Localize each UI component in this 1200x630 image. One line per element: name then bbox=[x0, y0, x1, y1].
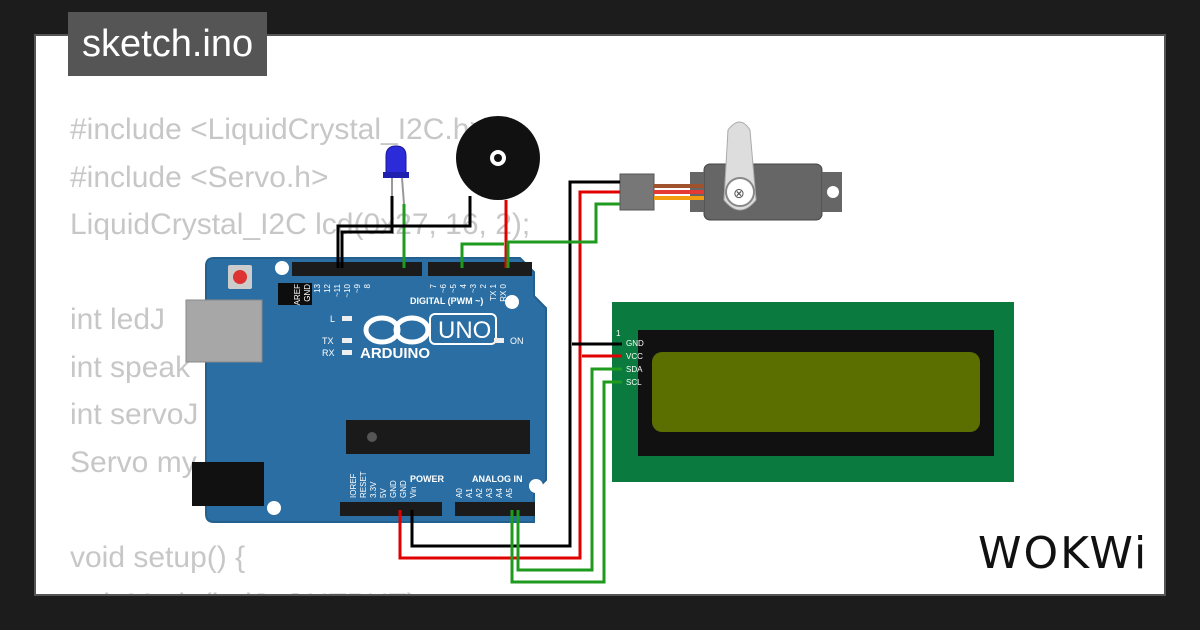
top-pin-label: 2 bbox=[479, 283, 488, 288]
wokwi-logo: WOKWi bbox=[978, 528, 1149, 579]
sketch-filename-tab[interactable]: sketch.ino bbox=[68, 12, 268, 76]
top-pin-label: 12 bbox=[323, 283, 332, 292]
digital-header-left bbox=[292, 262, 422, 276]
bottom-pin-label: GND bbox=[389, 480, 398, 498]
bottom-pin-label: RESET bbox=[359, 471, 368, 498]
code-line: int servoJ bbox=[70, 398, 199, 431]
servo-connector bbox=[619, 173, 655, 211]
lcd-pin-vcc: VCC bbox=[626, 352, 643, 361]
top-pin-label: ~3 bbox=[469, 283, 478, 293]
power-jack bbox=[192, 462, 264, 506]
lcd-screen bbox=[652, 352, 980, 432]
code-line: #include <LiquidCrystal_I2C.h> bbox=[70, 113, 487, 146]
bottom-pin-label: GND bbox=[399, 480, 408, 498]
top-pin-label: GND bbox=[303, 284, 312, 302]
led-rx-indicator bbox=[342, 350, 352, 355]
top-pin-label: ~10 bbox=[343, 283, 352, 297]
wire-buzzer-gnd[interactable] bbox=[336, 196, 472, 268]
reset-button-cap bbox=[233, 270, 247, 284]
power-header bbox=[340, 502, 442, 516]
top-pin-label: 4 bbox=[459, 283, 468, 288]
wire-servo-vcc[interactable] bbox=[398, 190, 620, 560]
piezo-buzzer[interactable] bbox=[456, 116, 540, 200]
top-pin-label: ~11 bbox=[333, 283, 342, 297]
wire-servo-gnd[interactable] bbox=[410, 180, 620, 548]
code-line: #include <Servo.h> bbox=[70, 160, 329, 194]
analog-header bbox=[455, 502, 535, 516]
servo-screw-icon: ⊗ bbox=[733, 186, 745, 202]
led-l-indicator bbox=[342, 316, 352, 321]
lcd-pin-sda: SDA bbox=[626, 365, 643, 374]
bottom-pin-label: A1 bbox=[465, 488, 474, 498]
lcd-1602-i2c[interactable]: 1 GND VCC SDA SCL bbox=[612, 302, 1014, 482]
top-pin-label: TX 1 bbox=[489, 283, 498, 300]
led-rx-label: RX bbox=[322, 348, 335, 358]
power-label: POWER bbox=[410, 474, 445, 484]
top-pin-label: RX 0 bbox=[499, 283, 508, 301]
lcd-pin1-marker: 1 bbox=[616, 329, 621, 338]
wire-servo-signal[interactable] bbox=[506, 202, 620, 268]
bottom-pin-label: A4 bbox=[495, 488, 504, 498]
bottom-pin-label: A2 bbox=[475, 488, 484, 498]
code-line: void setup() { bbox=[70, 540, 246, 574]
bottom-pin-label: A5 bbox=[505, 488, 514, 498]
uno-badge bbox=[429, 313, 497, 345]
mounting-hole bbox=[529, 479, 543, 493]
led-on-indicator bbox=[494, 338, 504, 343]
analog-in-label: ANALOG IN bbox=[472, 474, 523, 484]
mounting-hole bbox=[275, 261, 289, 275]
blue-led[interactable] bbox=[383, 145, 409, 205]
uno-model-text: UNO bbox=[438, 317, 491, 344]
top-pin-label: 7 bbox=[429, 283, 438, 288]
mounting-hole bbox=[505, 295, 519, 309]
code-line: pinMode(ledJ, OUTPUT); bbox=[70, 581, 530, 594]
wire-lcd-sda[interactable] bbox=[516, 367, 622, 572]
bottom-pin-label: A3 bbox=[485, 488, 494, 498]
led-tx-label: TX bbox=[322, 336, 334, 346]
lcd-pin-gnd: GND bbox=[626, 339, 644, 348]
code-line: int speak bbox=[70, 350, 191, 384]
bottom-pin-label: A0 bbox=[455, 488, 464, 498]
bottom-pin-label: Vin bbox=[409, 487, 418, 498]
wires bbox=[336, 180, 704, 584]
arduino-infinity-logo bbox=[363, 315, 431, 345]
top-pin-label: ~9 bbox=[353, 283, 362, 293]
bottom-pin-label: 5V bbox=[379, 488, 388, 498]
wire-led-gnd[interactable] bbox=[340, 196, 394, 268]
digital-pwm-label: DIGITAL (PWM ~) bbox=[410, 296, 483, 306]
wire-buzzer-signal[interactable] bbox=[460, 242, 504, 268]
led-l-label: L bbox=[330, 314, 335, 324]
top-pin-label: 13 bbox=[313, 283, 322, 292]
lcd-pin-scl: SCL bbox=[626, 378, 642, 387]
arduino-logo-text: ARDUINO bbox=[360, 345, 430, 362]
top-pin-label: ~6 bbox=[439, 283, 448, 293]
chip-notch bbox=[367, 432, 377, 442]
servo-motor[interactable]: ⊗ bbox=[619, 121, 842, 221]
top-pin-label: 8 bbox=[363, 283, 372, 288]
arduino-uno-board[interactable]: ARDUINO UNO DIGITAL (PWM ~) POWER ANALOG… bbox=[185, 257, 547, 523]
digital-header-right bbox=[428, 262, 532, 276]
led-on-label: ON bbox=[510, 336, 524, 346]
top-pin-label: AREF bbox=[293, 284, 302, 305]
usb-port bbox=[185, 299, 263, 363]
icsp-header bbox=[278, 283, 312, 305]
code-line: Servo my bbox=[70, 445, 197, 479]
bottom-pin-label: 3.3V bbox=[369, 481, 378, 498]
mounting-hole bbox=[267, 501, 281, 515]
bottom-pin-label: IOREF bbox=[349, 473, 358, 498]
wire-lcd-scl[interactable] bbox=[510, 380, 622, 584]
led-tx-indicator bbox=[342, 338, 352, 343]
top-pin-label: ~5 bbox=[449, 283, 458, 293]
